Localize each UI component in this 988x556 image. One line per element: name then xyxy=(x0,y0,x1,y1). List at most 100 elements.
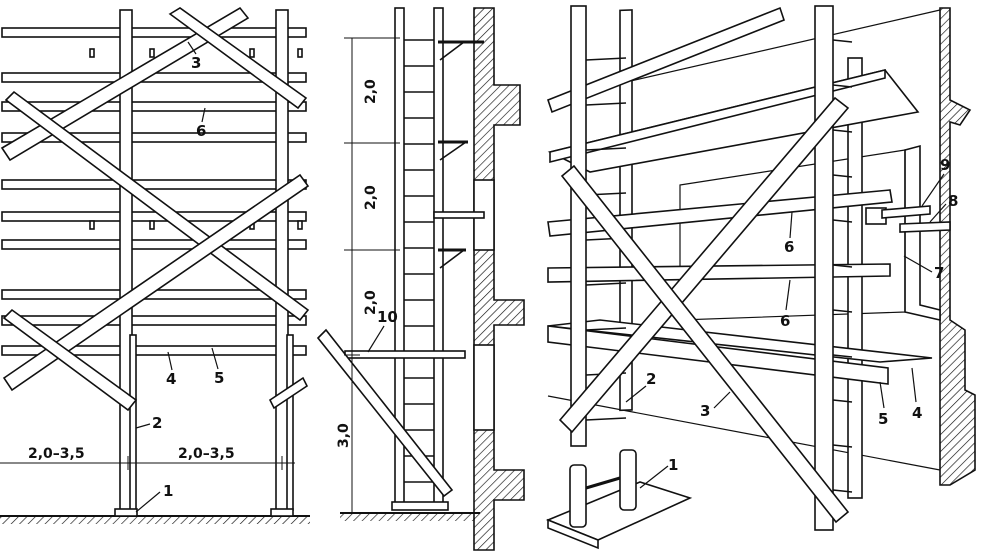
front-ledgers xyxy=(1,27,307,356)
persp-rung-left xyxy=(585,147,627,151)
persp-label-7: 7 xyxy=(934,264,944,282)
persp-leader-6b xyxy=(785,279,791,311)
persp-rung-right xyxy=(832,399,853,403)
persp-rung-right xyxy=(832,489,853,493)
front-ledger-bracket xyxy=(297,48,303,58)
persp-rung-left xyxy=(585,102,627,106)
persp-leader-7 xyxy=(903,255,933,273)
front-leader-1 xyxy=(135,491,161,513)
perspective-view xyxy=(545,5,976,550)
persp-platform-top-edge xyxy=(549,68,886,164)
front-ground-hatch xyxy=(0,516,310,524)
persp-label-8: 8 xyxy=(948,192,958,210)
persp-leader-8 xyxy=(929,203,947,223)
front-support-post-right xyxy=(286,334,294,511)
side-leader-10 xyxy=(367,325,385,353)
persp-label-9: 9 xyxy=(940,156,950,174)
front-label-4: 4 xyxy=(166,370,176,388)
persp-leader-3 xyxy=(713,391,731,409)
side-bracket-1-strut xyxy=(439,41,465,61)
front-leader-5 xyxy=(211,347,219,370)
persp-leader-4 xyxy=(911,367,917,403)
persp-rung-left xyxy=(585,57,627,61)
persp-leader-2 xyxy=(625,385,647,403)
front-elevation-view xyxy=(0,6,310,524)
front-ledger-bracket xyxy=(149,48,155,58)
front-support-post-left xyxy=(129,334,137,511)
front-leader-2 xyxy=(135,423,151,429)
persp-label-6a: 6 xyxy=(784,238,794,256)
front-ledger-bracket xyxy=(297,220,303,230)
persp-base-post-left xyxy=(569,464,587,528)
persp-window-opening xyxy=(679,149,906,321)
side-ladder-rungs xyxy=(404,39,434,483)
persp-rung-left xyxy=(585,282,627,286)
persp-anchor-tie xyxy=(881,205,931,219)
front-ledger xyxy=(1,27,307,38)
front-brace-2 xyxy=(168,7,308,110)
persp-label-5: 5 xyxy=(878,410,888,428)
side-bracket-3-strut xyxy=(439,249,465,269)
front-ledger-bracket xyxy=(149,220,155,230)
persp-front-pole-left xyxy=(570,5,587,447)
persp-rung-right xyxy=(832,264,853,268)
side-dim-3: 2,0 xyxy=(363,290,379,315)
persp-rung-right xyxy=(832,39,853,43)
persp-rear-pole-right xyxy=(847,57,863,499)
persp-rung-left xyxy=(585,417,627,421)
persp-labels: 1 2 3 4 5 6 6 7 8 9 xyxy=(625,156,958,489)
front-leader-4 xyxy=(167,351,173,371)
persp-rung-right xyxy=(832,219,853,223)
persp-leader-5 xyxy=(879,381,885,409)
persp-base-board-edge xyxy=(547,518,599,550)
front-span-right: 2,0–3,5 xyxy=(178,446,235,462)
persp-rung-right xyxy=(832,444,853,448)
persp-label-2: 2 xyxy=(646,370,656,388)
front-labels: 1 2 3 4 5 6 2,0–3,5 2,0–3,5 xyxy=(28,41,235,513)
persp-leader-6a xyxy=(789,211,793,239)
side-ladder-rail-right xyxy=(433,7,444,509)
front-ledger xyxy=(1,179,307,190)
persp-cross-brace-2 xyxy=(560,164,850,524)
side-ground-hatch xyxy=(340,513,475,521)
front-brace-4 xyxy=(2,173,310,392)
side-labels: 2,0 2,0 2,0 3,0 10 xyxy=(336,79,398,448)
persp-leader-1 xyxy=(639,465,669,489)
front-ledger xyxy=(1,315,307,326)
persp-rung-left xyxy=(585,327,627,331)
persp-base-post-right xyxy=(619,449,637,511)
persp-rear-pole-left xyxy=(619,9,633,412)
side-wall xyxy=(473,7,525,551)
front-ledger-bracket xyxy=(89,220,95,230)
persp-front-pole-right xyxy=(814,5,834,531)
side-wall-window-2 xyxy=(473,344,495,431)
front-label-1: 1 xyxy=(163,482,173,500)
persp-label-4: 4 xyxy=(912,404,922,422)
persp-rung-right xyxy=(832,129,853,133)
persp-top-rail xyxy=(547,6,785,114)
persp-base-crossbar xyxy=(585,476,621,490)
persp-leader-9 xyxy=(921,173,945,207)
side-dim-2: 2,0 xyxy=(363,185,379,210)
persp-wall-base xyxy=(547,395,941,471)
side-base-plate xyxy=(391,501,449,511)
persp-anchor-bolt xyxy=(899,221,951,233)
persp-label-3: 3 xyxy=(700,402,710,420)
persp-rung-right xyxy=(832,309,853,313)
front-label-2: 2 xyxy=(152,414,162,432)
side-label-10: 10 xyxy=(377,308,398,326)
front-base-plate-left xyxy=(114,508,138,517)
persp-label-6b: 6 xyxy=(780,312,790,330)
front-ledger-bracket xyxy=(249,48,255,58)
front-span-left: 2,0–3,5 xyxy=(28,446,85,462)
front-ledger xyxy=(1,132,307,143)
persp-platform-low xyxy=(547,263,891,283)
persp-platform-mid xyxy=(547,189,893,237)
front-ledger xyxy=(1,345,307,356)
front-label-3: 3 xyxy=(191,54,201,72)
front-ledger-bracket xyxy=(89,48,95,58)
front-brace-1 xyxy=(0,6,250,162)
side-ledger-10 xyxy=(344,350,466,359)
persp-rung-right xyxy=(832,354,853,358)
